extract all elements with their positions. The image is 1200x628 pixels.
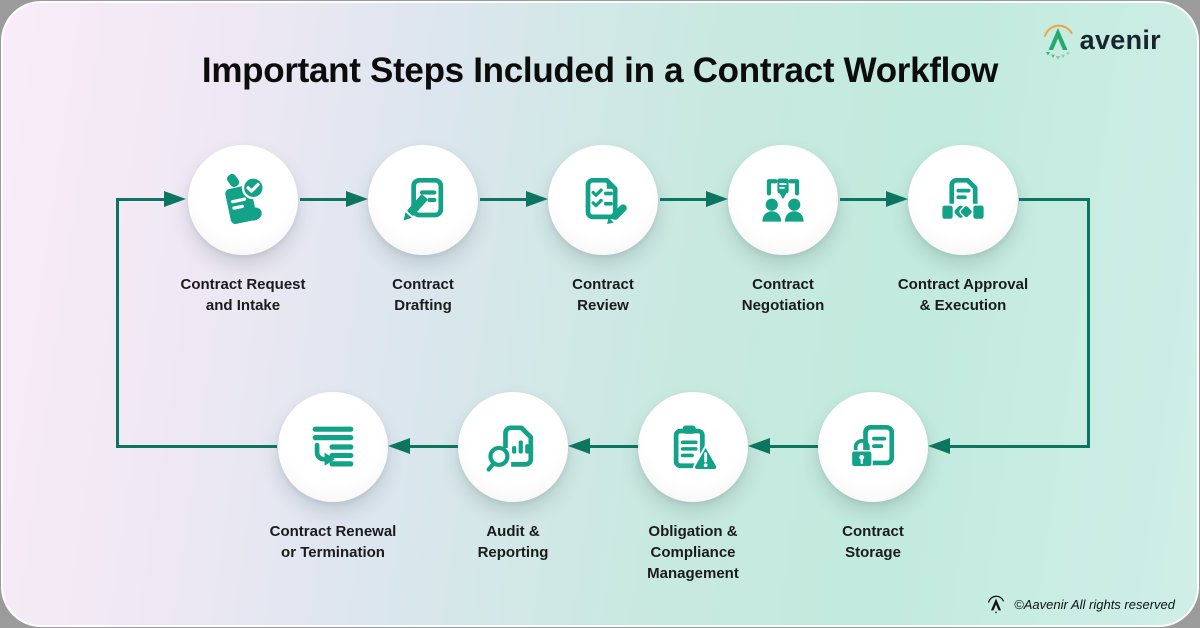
contract-negotiation-icon [753,170,813,230]
step-contract-storage: Contract Storage [783,392,963,563]
brand-logo-text: avenir [1079,25,1161,55]
brand-logo: avenir [1038,21,1161,66]
step-circle [908,145,1018,255]
step-label: Contract Review [572,276,634,314]
contract-request-icon [213,170,273,230]
step-circle [278,392,388,502]
copyright-text: ©Aavenir All rights reserved [1014,596,1175,612]
step-label: Obligation & Compliance Management [647,523,739,582]
step-label: Contract Request and Intake [180,276,306,314]
step-circle [638,392,748,502]
obligation-compliance-icon [663,417,723,477]
contract-approval-icon [933,170,993,230]
footer-copyright: ©Aavenir All rights reserved [985,593,1175,615]
step-circle [818,392,928,502]
step-label: Contract Negotiation [741,276,825,314]
step-contract-review: Contract Review [513,145,693,316]
step-circle [458,392,568,502]
aavenir-logo-icon [1038,21,1078,66]
step-circle [368,145,478,255]
step-label: Contract Approval & Execution [897,276,1029,314]
step-contract-negotiation: Contract Negotiation [693,145,873,316]
step-label: Contract Renewal or Termination [269,523,397,561]
aavenir-mark-icon [985,593,1007,615]
step-circle [728,145,838,255]
contract-storage-icon [843,417,903,477]
step-contract-drafting: Contract Drafting [333,145,513,316]
page-title: Important Steps Included in a Contract W… [201,51,999,90]
contract-review-icon [573,170,633,230]
audit-reporting-icon [483,417,543,477]
step-contract-approval: Contract Approval & Execution [873,145,1053,316]
step-audit-reporting: Audit & Reporting [423,392,603,563]
step-label: Contract Drafting [392,276,454,314]
contract-renewal-icon [303,417,363,477]
step-contract-request: Contract Request and Intake [153,145,333,316]
step-contract-renewal: Contract Renewal or Termination [243,392,423,563]
step-obligation-compliance: Obligation & Compliance Management [603,392,783,584]
step-circle [188,145,298,255]
step-circle [548,145,658,255]
step-label: Audit & Reporting [477,523,549,561]
contract-drafting-icon [393,170,453,230]
step-label: Contract Storage [842,523,904,561]
